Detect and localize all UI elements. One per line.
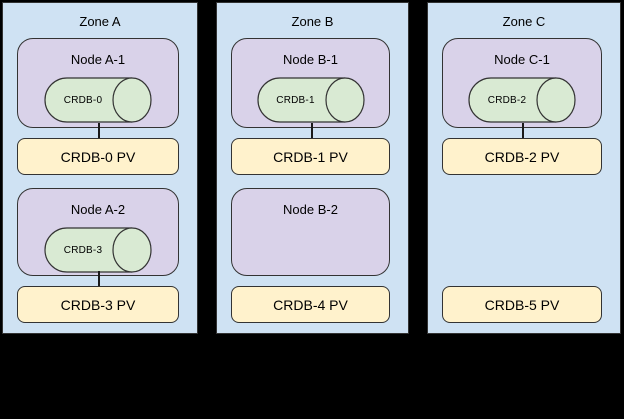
pod-crdb-0: CRDB-0	[44, 77, 152, 123]
node-b-2: Node B-2	[231, 188, 390, 276]
pv-crdb-4: CRDB-4 PV	[231, 286, 390, 323]
zone-a-label: Zone A	[79, 14, 121, 29]
node-a-2-label: Node A-2	[70, 202, 126, 217]
pv-crdb-1: CRDB-1 PV	[231, 138, 390, 175]
node-c-1: Node C-1 CRDB-2	[442, 38, 602, 128]
node-b-2-label: Node B-2	[283, 202, 338, 217]
node-c-1-label: Node C-1	[494, 52, 550, 67]
pv-crdb-0: CRDB-0 PV	[17, 138, 179, 175]
pod-to-pv-connector	[98, 271, 100, 286]
pod-crdb-3: CRDB-3	[44, 227, 152, 273]
node-b-1-label: Node B-1	[283, 52, 338, 67]
pod-crdb-3-label: CRDB-3	[63, 244, 103, 256]
zone-c-panel: Zone C Node C-1 CRDB-2 CRDB-2 PV CRDB-5 …	[427, 2, 621, 334]
pod-crdb-2-label: CRDB-2	[487, 94, 527, 106]
zone-b-label: Zone B	[291, 14, 334, 29]
cylinder-icon	[256, 77, 365, 123]
node-a-1-label: Node A-1	[70, 52, 126, 67]
cylinder-icon	[44, 227, 152, 273]
node-a-1: Node A-1 CRDB-0	[17, 38, 179, 128]
pv-crdb-2: CRDB-2 PV	[442, 138, 602, 175]
pv-crdb-3: CRDB-3 PV	[17, 286, 179, 323]
node-a-2: Node A-2 CRDB-3	[17, 188, 179, 276]
zone-a-panel: Zone A Node A-1 CRDB-0 CRDB-0 PV Node A-…	[2, 2, 198, 334]
pod-crdb-1-label: CRDB-1	[276, 94, 315, 106]
pv-crdb-5: CRDB-5 PV	[442, 286, 602, 323]
pod-to-pv-connector	[98, 123, 100, 138]
pod-crdb-0-label: CRDB-0	[63, 94, 103, 106]
pod-to-pv-connector	[522, 123, 524, 138]
pod-crdb-2: CRDB-2	[468, 77, 576, 123]
cylinder-icon	[468, 77, 576, 123]
pod-to-pv-connector	[310, 123, 313, 138]
zone-c-label: Zone C	[502, 14, 546, 29]
cylinder-icon	[44, 77, 152, 123]
pod-crdb-1: CRDB-1	[256, 77, 365, 123]
zone-b-panel: Zone B Node B-1 CRDB-1 CRDB-1 PV Node B-…	[216, 2, 409, 334]
node-b-1: Node B-1 CRDB-1	[231, 38, 390, 128]
